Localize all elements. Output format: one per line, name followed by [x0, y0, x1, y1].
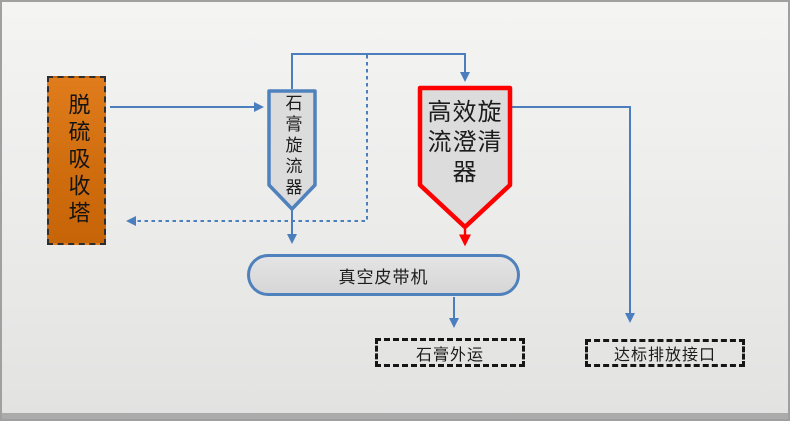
funnel-shape: [417, 85, 513, 230]
node-label-wrap: 高效旋流澄清器: [416, 84, 514, 232]
node-gypsum-cyclone: 石膏旋流器: [265, 87, 319, 213]
compliant-discharge-label: 达标排放接口: [613, 345, 716, 364]
absorber-tower-label: 脱硫吸收塔: [64, 93, 90, 228]
vacuum-belt-label: 真空皮带机: [338, 267, 429, 288]
cyclone-clarifier-funnel-outline: [417, 85, 513, 230]
gypsum-outbound-label: 石膏外运: [415, 344, 484, 364]
node-gypsum-outbound: 石膏外运: [375, 338, 525, 367]
node-vacuum-belt-machine: 真空皮带机: [247, 254, 520, 296]
bottom-gray-bar: [2, 413, 788, 419]
gypsum-cyclone-funnel-outline: [267, 89, 317, 211]
node-cyclone-clarifier: 高效旋流澄清器: [416, 84, 514, 232]
node-desulfurization-absorber-tower: 脱硫吸收塔: [47, 76, 106, 245]
node-compliant-discharge-interface: 达标排放接口: [585, 339, 745, 367]
node-label-wrap: 石膏旋流器: [265, 87, 319, 213]
cyclone-clarifier-label: 高效旋流澄清器: [427, 98, 503, 186]
funnel-shape: [267, 89, 317, 211]
edge-clarifier-to-discharge-arrow: [512, 106, 635, 323]
node-label-wrap: 脱硫吸收塔: [49, 78, 104, 243]
gypsum-cyclone-label: 石膏旋流器: [281, 94, 302, 199]
edge-overflow-return-to-tower-dashed-arrow: [126, 55, 368, 226]
